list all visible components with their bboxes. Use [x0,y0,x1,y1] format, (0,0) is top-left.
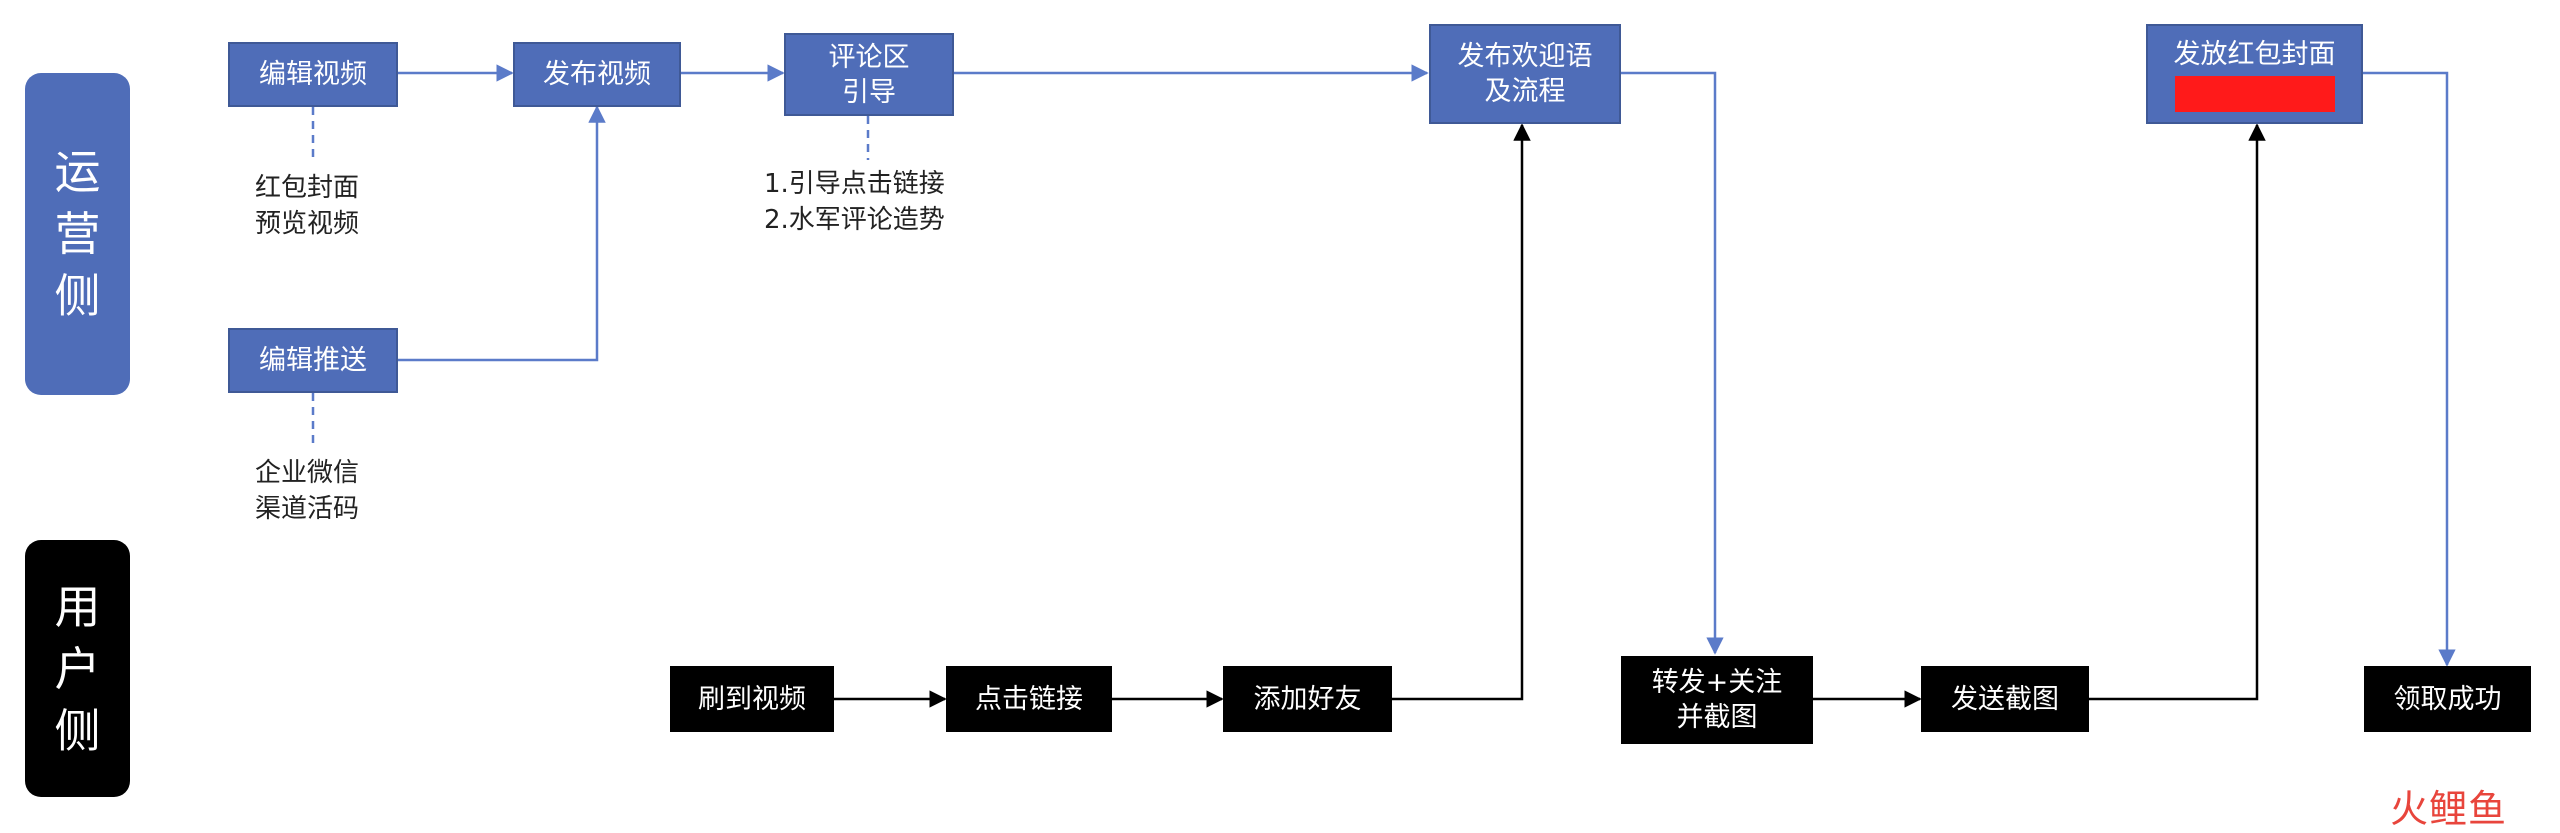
node-edit-video: 编辑视频 [228,42,398,107]
node-label-line1: 发布欢迎语 [1457,41,1593,72]
arrow-send-to-hongbao [2088,123,2266,701]
node-label: 发放红包封面 [2173,38,2336,70]
node-edit-push: 编辑推送 [228,328,398,393]
note-edit-video: 红包封面 预览视频 [255,170,359,242]
node-welcome-flow: 发布欢迎语 及流程 [1429,24,1621,124]
node-label: 刷到视频 [698,683,806,715]
node-label: 发送截图 [1951,683,2059,715]
arrow-welcome-to-share [1620,71,1724,655]
lane-char: 户 [54,641,101,696]
lane-char: 营 [54,207,101,261]
node-label-line2: 并截图 [1676,702,1758,733]
node-label: 点击链接 [975,683,1083,715]
arrow-edit-push-to-publish [397,105,606,362]
node-hongbao-cover: 发放红包封面 [2146,24,2363,124]
node-label-line1: 评论区 [828,41,910,73]
node-send-screenshot: 发送截图 [1921,666,2089,732]
node-publish-video: 发布视频 [513,42,681,107]
node-label: 添加好友 [1253,683,1362,715]
lane-char: 侧 [54,703,101,758]
node-label-line1: 转发+关注 [1651,667,1783,698]
node-label-line2: 及流程 [1484,76,1566,107]
node-label: 编辑推送 [259,345,367,376]
lane-label-user: 用 户 侧 [25,540,130,797]
note-edit-push: 企业微信 渠道活码 [255,455,359,527]
arrow-add-friend-to-welcome [1391,123,1531,701]
node-label-line2: 引导 [842,76,896,108]
note-line: 企业微信 [255,458,360,488]
note-line: 渠道活码 [255,494,360,524]
note-line: 预览视频 [255,209,360,239]
lane-char: 用 [54,579,101,634]
node-browse-video: 刷到视频 [670,666,834,732]
arrow-hongbao-to-receive [2362,71,2456,667]
node-label: 发布视频 [543,59,651,90]
lane-label-operations: 运 营 侧 [25,73,130,395]
node-comment-guide: 评论区 引导 [784,33,954,116]
lane-char: 侧 [54,269,101,323]
redaction-bar [2174,75,2335,112]
node-label: 领取成功 [2393,683,2502,715]
note-comment-guide: 1.引导点击链接 2.水军评论造势 [764,166,945,238]
node-click-link: 点击链接 [946,666,1112,732]
note-line: 1.引导点击链接 [764,169,945,199]
lane-char: 运 [54,145,101,199]
note-line: 2.水军评论造势 [764,205,945,235]
watermark-logo: 火鲤鱼 [2390,787,2508,831]
node-label: 编辑视频 [259,59,367,90]
node-add-friend: 添加好友 [1223,666,1392,732]
node-receive-success: 领取成功 [2364,666,2531,732]
node-share-follow: 转发+关注 并截图 [1621,656,1813,744]
note-line: 红包封面 [255,173,360,203]
